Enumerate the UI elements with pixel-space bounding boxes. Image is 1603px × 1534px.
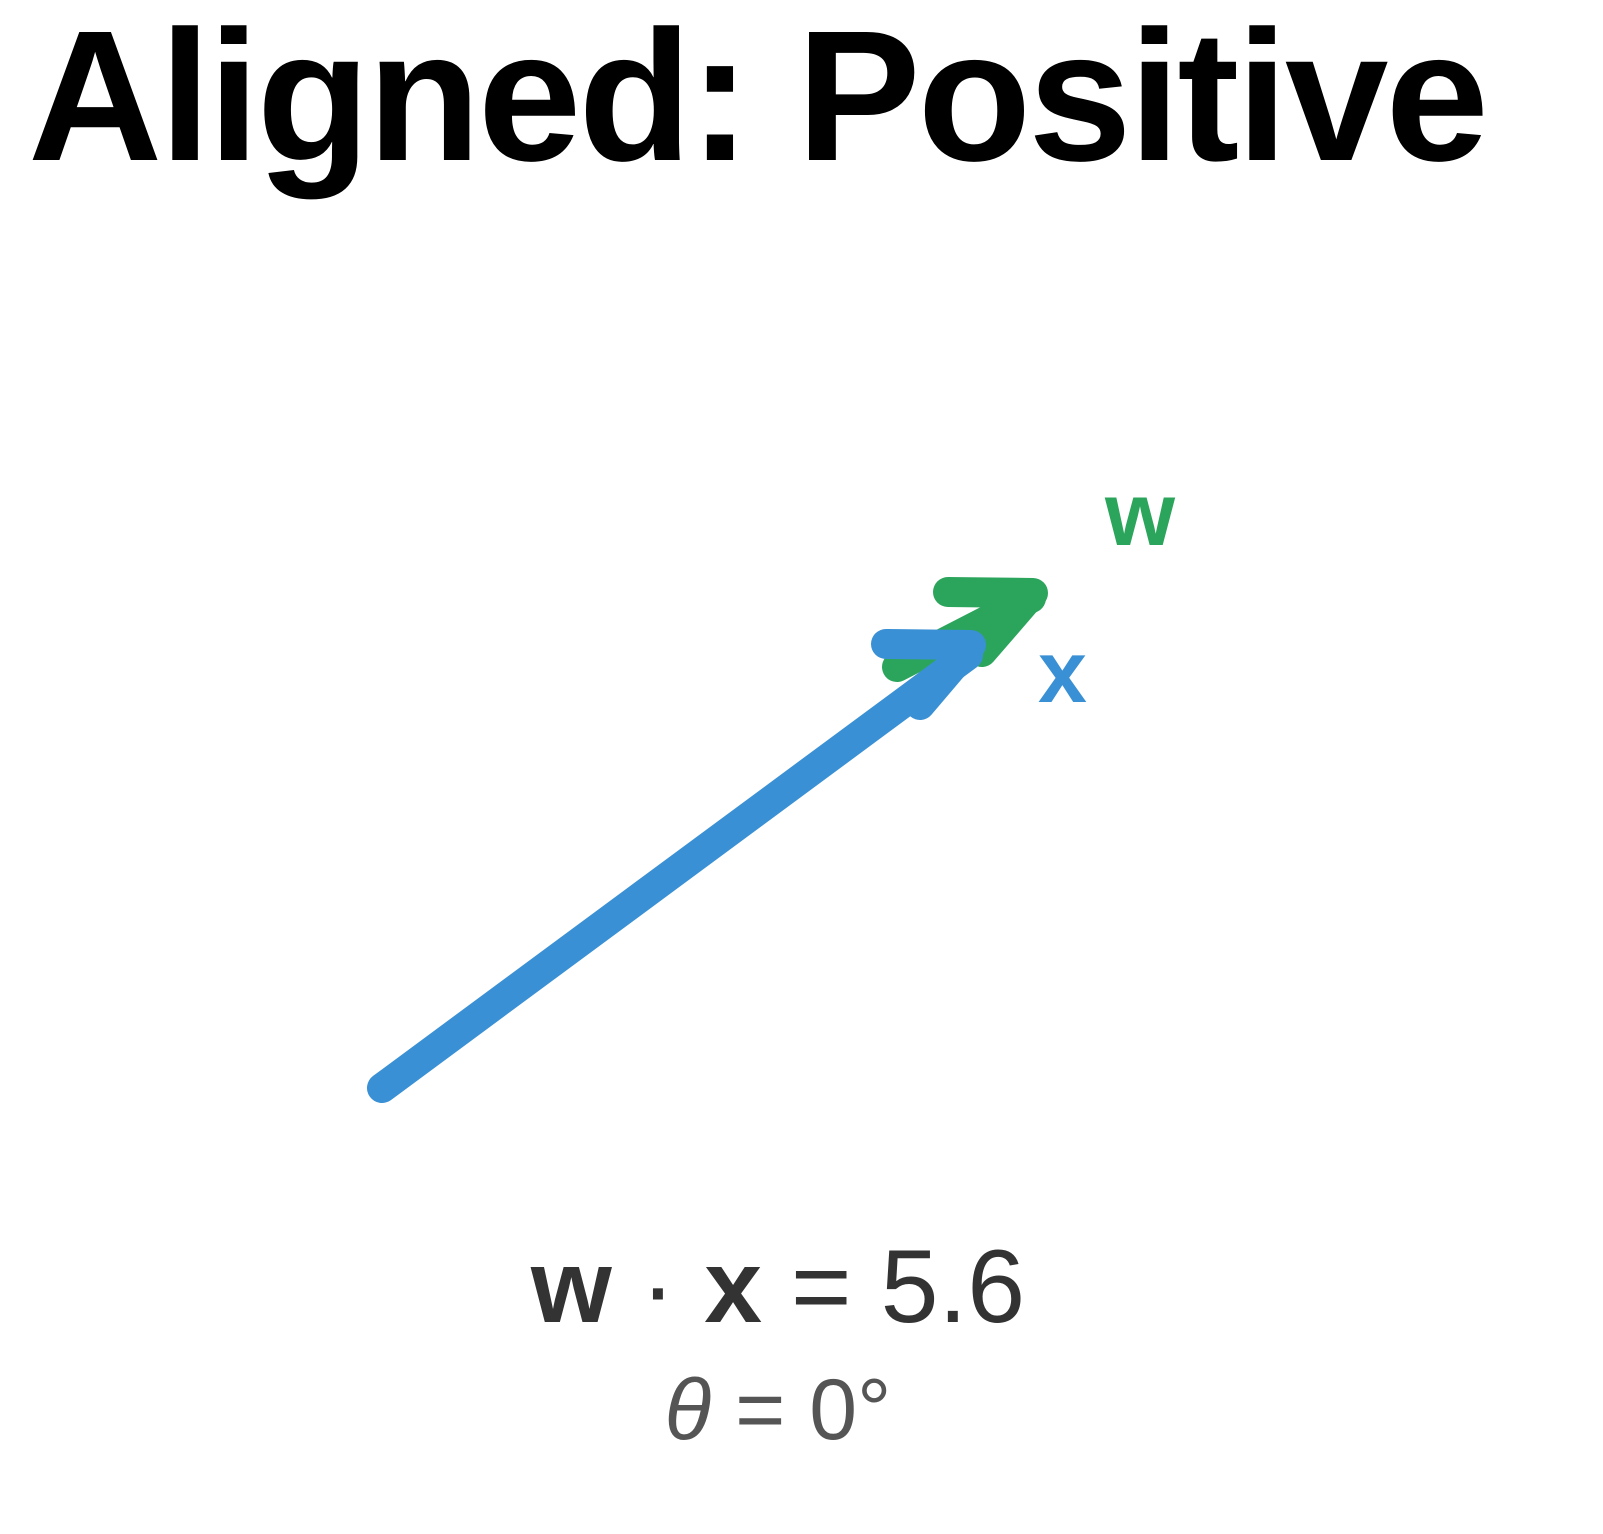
- vector-x-shaft: [367, 640, 983, 1103]
- formula-x-symbol: x: [704, 1229, 763, 1345]
- dot-product-formula: w · x = 5.6: [0, 1228, 1556, 1346]
- vector-w-arrowhead: [933, 577, 1048, 667]
- theta-annotation: θ = 0°: [0, 1360, 1556, 1460]
- page-title: Aligned: Positive: [28, 0, 1489, 200]
- vector-label-w: w: [1105, 465, 1176, 565]
- theta-symbol: θ: [664, 1362, 712, 1458]
- theta-equals: =: [711, 1362, 810, 1458]
- vector-x-arrowhead: [871, 629, 986, 720]
- formula-value: 5.6: [880, 1229, 1026, 1345]
- formula-block: w · x = 5.6 θ = 0°: [0, 1228, 1556, 1460]
- vector-label-x: x: [1038, 622, 1087, 721]
- formula-w-symbol: w: [530, 1229, 612, 1345]
- vector-x-arrow: [367, 629, 986, 1103]
- formula-dot-operator: ·: [611, 1229, 705, 1345]
- theta-value: 0°: [809, 1362, 892, 1458]
- formula-equals: =: [762, 1229, 881, 1345]
